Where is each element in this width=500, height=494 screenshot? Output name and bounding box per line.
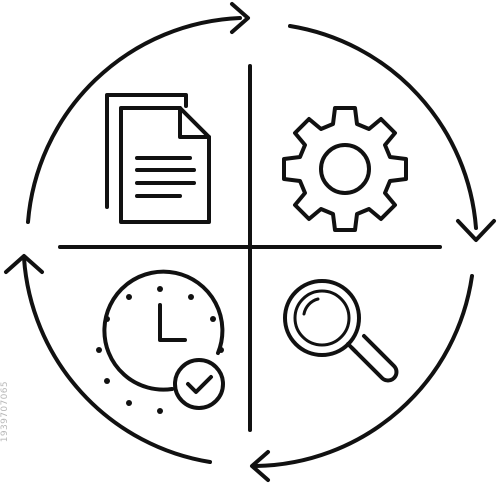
clock-hands [158,303,187,342]
clock-ticks [96,286,224,414]
check-badge [173,358,225,410]
document-back-page [105,93,188,209]
cycle-arrows [4,2,496,482]
check-mark-icon [186,375,213,394]
arrowhead-right [456,219,496,242]
magnifier-lens-inner [293,289,351,347]
magnifying-glass-icon [283,279,399,383]
arrowhead-top [230,2,250,34]
clock-face [102,269,225,392]
magnifier-handle [350,334,399,383]
gear-outline [282,106,408,232]
magnifier-lens-outer [283,279,361,357]
arc-top-right [288,24,478,230]
arc-top-left [26,16,242,224]
gear-hub [319,143,371,195]
arrowhead-bottom [250,450,270,482]
arc-bottom-right [254,274,474,468]
magnifier-glare [302,297,320,316]
quadrant-divider [58,64,442,432]
document-fold [178,106,211,139]
arc-bottom-left [22,256,212,464]
watermark-id: 1939707065 [0,380,10,442]
arrowhead-left [4,254,44,274]
gear-icon [282,106,408,232]
document-front-page [119,106,211,224]
document-icon [105,93,211,224]
clock-check-icon [96,269,225,414]
